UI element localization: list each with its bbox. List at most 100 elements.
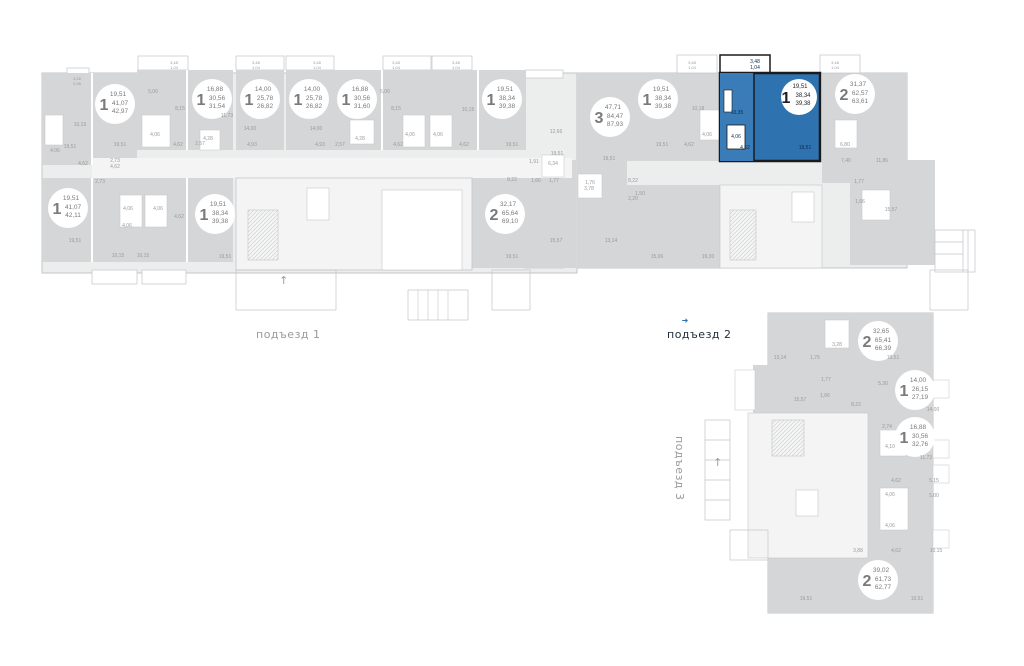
apartment-badge-circle bbox=[858, 560, 898, 600]
apartment-area: 84,47 bbox=[607, 113, 624, 120]
room-area-label: 1,91 bbox=[529, 159, 539, 165]
apartment-area: 19,51 bbox=[497, 86, 514, 93]
apartment-badge-circle bbox=[638, 79, 678, 119]
apartment-area: 42,97 bbox=[112, 108, 129, 115]
apartment-badge-circle bbox=[895, 417, 935, 457]
apartment-area: 63,61 bbox=[852, 98, 869, 105]
room-area-label: 4,06 bbox=[405, 132, 415, 138]
room-area-label: 4,62 bbox=[78, 161, 88, 167]
apartment-area: 26,82 bbox=[306, 103, 323, 110]
balcony-area-label: 1,04 bbox=[313, 65, 322, 70]
apartment-area: 42,11 bbox=[65, 212, 81, 219]
room-area-label: 14,00 bbox=[244, 126, 257, 132]
apartment-area: 16,88 bbox=[910, 424, 927, 431]
room-area-label: 6,34 bbox=[548, 161, 558, 167]
room-area-label: 8,22 bbox=[507, 177, 517, 183]
apartment-area: 65,64 bbox=[502, 210, 519, 217]
room-area-label: 8,15 bbox=[175, 106, 185, 112]
room-area-label: 4,28 bbox=[203, 136, 213, 142]
apartment-rooms: 1 bbox=[487, 92, 496, 109]
balcony-area-label: 0,98 bbox=[73, 81, 82, 86]
apartment-badge-circle bbox=[895, 370, 935, 410]
room-area-label: 1,76 bbox=[585, 180, 595, 186]
apartment-area: 19,51 bbox=[110, 91, 127, 98]
room-area-label: 4,93 bbox=[247, 142, 257, 148]
balcony-area-label: 3,48 bbox=[392, 60, 401, 65]
apartment-rooms: 1 bbox=[197, 92, 206, 109]
room-area-label: 2,74 bbox=[882, 424, 892, 430]
room-area-label: 8,15 bbox=[391, 106, 401, 112]
room-area-label: 8,22 bbox=[851, 402, 861, 408]
room-area-label: 5,00 bbox=[148, 89, 158, 95]
apartment-area: 14,00 bbox=[304, 86, 321, 93]
balcony-area-label: 3,28 bbox=[73, 76, 82, 81]
apartment-area: 39,02 bbox=[873, 567, 890, 574]
room-area-label: 14,00 bbox=[310, 126, 323, 132]
room-area-label: 4,06 bbox=[153, 206, 163, 212]
apartment-rooms: 2 bbox=[840, 87, 849, 104]
room-area-label: 15,06 bbox=[651, 254, 664, 260]
apartment-rooms: 1 bbox=[53, 201, 62, 218]
apartment-area: 19,51 bbox=[653, 86, 670, 93]
apartment-rooms: 1 bbox=[342, 92, 351, 109]
apartment-area: 38,34 bbox=[212, 210, 229, 217]
entrance-2[interactable]: ➜ подъезд 2 bbox=[667, 316, 732, 341]
selected-hall-area: 4,62 bbox=[740, 145, 750, 151]
room-area-label: 4,06 bbox=[885, 492, 895, 498]
room-area-label: 3,88 bbox=[853, 548, 863, 554]
room-area-label: 7,40 bbox=[841, 158, 851, 164]
apartment-area: 87,93 bbox=[607, 121, 624, 128]
balcony-area-label: 3,48 bbox=[452, 60, 461, 65]
apartment-rooms: 2 bbox=[863, 334, 872, 351]
apartment-rooms: 1 bbox=[245, 92, 254, 109]
room-area-label: 4,06 bbox=[50, 148, 60, 154]
apartment-badge-circle bbox=[835, 74, 875, 114]
balcony-area-label: 1,04 bbox=[688, 65, 697, 70]
apartment-area: 14,00 bbox=[255, 86, 272, 93]
room-area-label: 19,51 bbox=[114, 142, 127, 148]
apartment-badge-circle bbox=[195, 194, 235, 234]
apartment-area: 62,77 bbox=[875, 584, 892, 591]
apartment-area: 39,38 bbox=[499, 103, 516, 110]
apartment-area: 19,51 bbox=[63, 195, 80, 202]
selected-total-area: 38,34 bbox=[795, 93, 811, 99]
selected-balcony-top: 3,48 bbox=[750, 59, 760, 65]
room-area-label: 10,18 bbox=[692, 106, 705, 112]
selected-apartment[interactable] bbox=[718, 54, 822, 163]
apartment-area: 39,38 bbox=[655, 103, 672, 110]
room-area-label: 19,51 bbox=[219, 254, 232, 260]
apartment-badge-circle bbox=[590, 97, 630, 137]
room-area-label: 4,06 bbox=[702, 132, 712, 138]
apartment-area: 25,78 bbox=[257, 95, 274, 102]
room-area-label: 5,30 bbox=[878, 381, 888, 387]
room-area-label: 4,62 bbox=[173, 142, 183, 148]
room-area-label: 4,28 bbox=[355, 136, 365, 142]
selected-rooms: 1 bbox=[782, 90, 791, 107]
apartment-badge-circle bbox=[482, 79, 522, 119]
selected-kitchen-area: 10,35 bbox=[731, 110, 744, 116]
entrance-3[interactable]: ↑ подъезд 3 bbox=[673, 436, 723, 501]
apartment-rooms: 1 bbox=[900, 430, 909, 447]
apartment-area: 31,60 bbox=[354, 103, 371, 110]
room-area-label: 2,73 bbox=[110, 158, 120, 164]
room-area-label: 13,14 bbox=[605, 238, 618, 244]
room-area-label: 1,77 bbox=[549, 178, 559, 184]
entrance-1[interactable]: ↑ подъезд 1 bbox=[256, 274, 321, 341]
apartment-area: 26,15 bbox=[912, 386, 929, 393]
